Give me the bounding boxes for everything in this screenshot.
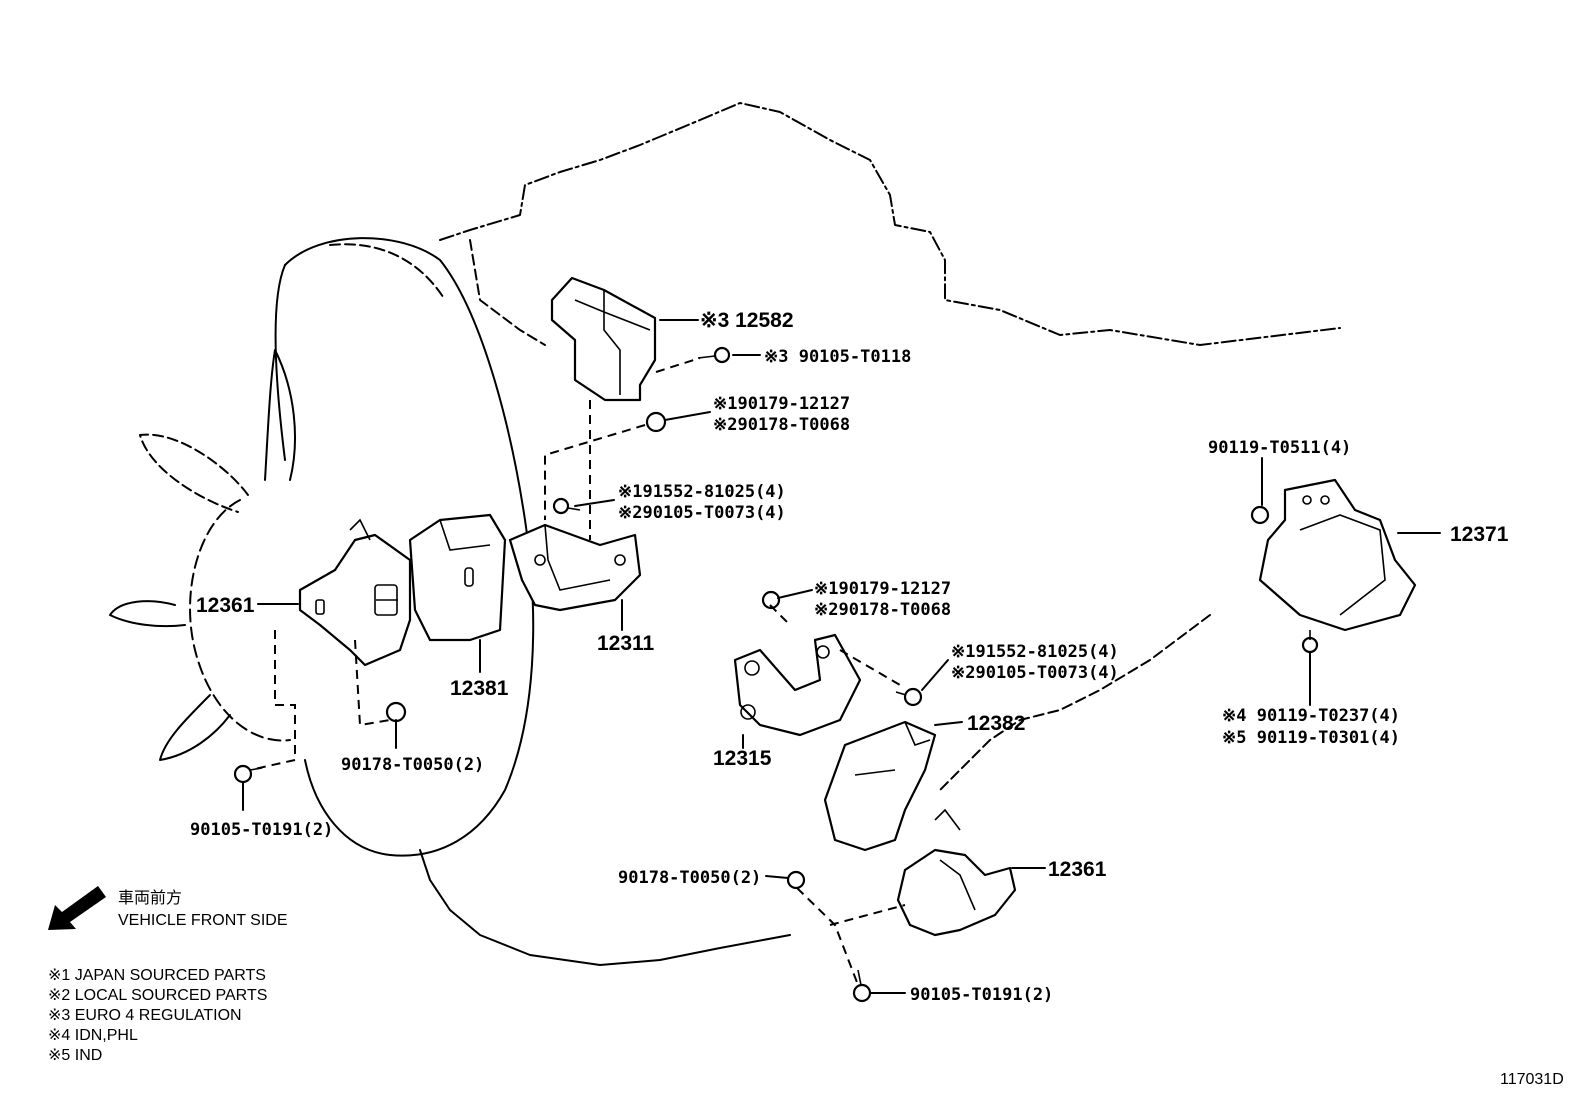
label-12311: 12311	[597, 632, 655, 655]
bolt-icon	[1250, 505, 1270, 525]
part-12361-right-mount	[896, 808, 1017, 937]
footnotes-legend: ※1 JAPAN SOURCED PARTS ※2 LOCAL SOURCED …	[48, 967, 267, 1064]
label-12361-left: 12361	[196, 594, 255, 617]
label-90179-12127-mid: ※190179-12127	[814, 579, 951, 599]
nut-icon	[786, 870, 806, 890]
note-5: ※5 IND	[48, 1047, 102, 1064]
bolt-icon	[852, 983, 872, 1003]
part-12382-insulator	[823, 720, 937, 852]
label-90119-T0511: 90119-T0511(4)	[1208, 438, 1351, 458]
note-1: ※1 JAPAN SOURCED PARTS	[48, 967, 266, 984]
label-90178-T0068-top: ※290178-T0068	[713, 415, 850, 435]
label-90105-T0118: ※3 90105-T0118	[764, 347, 911, 367]
note-2: ※2 LOCAL SOURCED PARTS	[48, 987, 267, 1004]
note-3: ※3 EURO 4 REGULATION	[48, 1007, 242, 1024]
part-12315-bracket	[733, 633, 862, 737]
note-4: ※4 IDN,PHL	[48, 1027, 138, 1044]
part-12381-insulator	[408, 513, 507, 642]
part-12311-bracket	[508, 523, 642, 612]
nut-icon	[645, 411, 667, 433]
label-90105-T0191-right: 90105-T0191(2)	[910, 985, 1053, 1005]
label-12382: 12382	[967, 712, 1025, 735]
leader-lines	[242, 319, 1441, 994]
part-12371-rear-mount	[1258, 478, 1417, 632]
label-90119-T0301: ※5 90119-T0301(4)	[1222, 728, 1400, 748]
vehicle-front-direction: 車両前方 VEHICLE FRONT SIDE	[48, 886, 288, 930]
nut-icon	[385, 701, 407, 723]
bolt-icon	[552, 497, 570, 515]
label-12381: 12381	[450, 677, 509, 700]
label-90119-T0237: ※4 90119-T0237(4)	[1222, 706, 1400, 726]
part-labels: ※3 12582 ※3 90105-T0118 ※190179-12127 ※2…	[190, 309, 1509, 1005]
label-12315: 12315	[713, 747, 772, 770]
bolt-icon	[1301, 636, 1319, 654]
label-91552-81025-mid: ※191552-81025(4)	[951, 642, 1119, 662]
bolt-icon	[233, 764, 253, 784]
label-12361-right: 12361	[1048, 858, 1107, 881]
label-90178-T0050-left: 90178-T0050(2)	[341, 755, 484, 775]
label-12582: ※3 12582	[700, 309, 794, 332]
nut-icon	[761, 590, 781, 610]
engine-block-outline	[419, 102, 1341, 966]
part-12361-left-mount	[298, 518, 412, 667]
label-91552-81025-top: ※191552-81025(4)	[618, 482, 786, 502]
arrow-down-left-icon	[48, 886, 106, 930]
label-90179-12127-top: ※190179-12127	[713, 394, 850, 414]
label-90178-T0068-mid: ※290178-T0068	[814, 600, 951, 620]
part-12582-cover	[550, 276, 657, 402]
fasteners	[233, 346, 1319, 1003]
alignment-lines	[249, 357, 906, 986]
bolt-icon	[903, 687, 923, 707]
direction-label-en: VEHICLE FRONT SIDE	[118, 912, 288, 929]
label-90105-T0073-top: ※290105-T0073(4)	[618, 503, 786, 523]
bolt-icon	[713, 346, 731, 364]
label-90178-T0050-right: 90178-T0050(2)	[618, 868, 761, 888]
label-90105-T0073-mid: ※290105-T0073(4)	[951, 663, 1119, 683]
cooling-fan-assembly	[109, 237, 535, 857]
label-90105-T0191-left: 90105-T0191(2)	[190, 820, 333, 840]
label-12371: 12371	[1450, 523, 1509, 546]
direction-label-jp: 車両前方	[118, 889, 182, 907]
figure-code: 117031D	[1500, 1071, 1564, 1088]
